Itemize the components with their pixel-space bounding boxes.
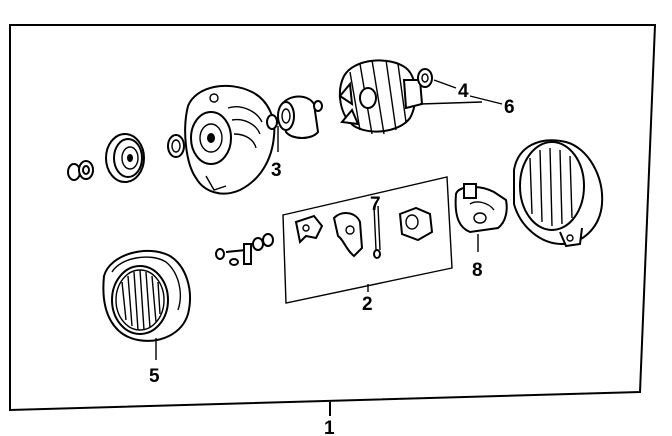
callout-3: 3 — [271, 160, 282, 181]
callout-1: 1 — [324, 418, 335, 436]
callout-5: 5 — [149, 366, 160, 387]
bearing — [417, 68, 433, 88]
pulley — [105, 133, 145, 183]
spacer-ring — [167, 134, 185, 158]
terminal-bolt — [215, 233, 274, 266]
assembly-frame — [9, 24, 657, 416]
leaders-4-6 — [419, 79, 503, 105]
rotor — [338, 59, 424, 135]
callout-2: 2 — [362, 294, 373, 315]
stator — [102, 249, 191, 360]
callout-8: 8 — [472, 260, 483, 281]
brush-kit-parts — [294, 205, 434, 259]
nut-washer — [67, 160, 94, 181]
rear-housing — [513, 139, 604, 248]
front-housing — [184, 84, 278, 195]
rectifier — [454, 183, 508, 252]
callout-4: 4 — [458, 81, 469, 102]
brush-kit-box — [282, 176, 453, 304]
bearing-collar — [277, 95, 323, 139]
callout-6: 6 — [504, 97, 515, 118]
callout-7: 7 — [370, 194, 381, 215]
